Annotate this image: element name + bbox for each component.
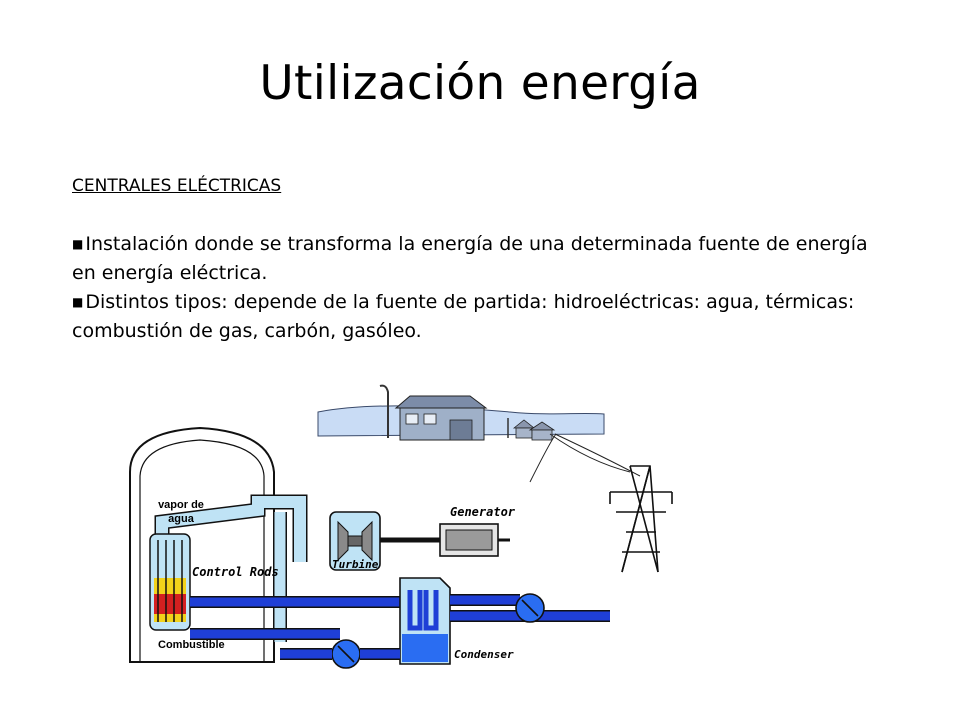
generator: Generator bbox=[439, 505, 516, 557]
condenser: Condenser bbox=[399, 577, 610, 665]
vapor-label-line2: agua bbox=[168, 513, 195, 525]
vapor-label-line1: vapor de bbox=[158, 499, 204, 511]
control-rods-label: Control Rods bbox=[192, 565, 279, 579]
slide-content: CENTRALES ELÉCTRICAS ■Instalación donde … bbox=[72, 172, 892, 346]
section-heading: CENTRALES ELÉCTRICAS bbox=[72, 176, 282, 196]
bullet-item: ■Instalación donde se transforma la ener… bbox=[72, 230, 892, 288]
generator-label: Generator bbox=[450, 505, 516, 519]
pump-icon bbox=[280, 639, 400, 669]
combustible-label: Combustible bbox=[158, 639, 225, 651]
steam-pipes bbox=[154, 494, 308, 642]
condenser-label: Condenser bbox=[454, 648, 514, 661]
bullet-text: Distintos tipos: depende de la fuente de… bbox=[72, 291, 855, 342]
bullet-marker-icon: ■ bbox=[72, 237, 84, 251]
house-icon bbox=[394, 395, 488, 441]
bullet-marker-icon: ■ bbox=[72, 295, 84, 309]
reactor-water-pipes bbox=[190, 596, 400, 640]
bullet-text: Instalación donde se transforma la energ… bbox=[72, 233, 868, 284]
transmission-tower-icon bbox=[609, 465, 673, 573]
slide-title: Utilización energía bbox=[259, 56, 701, 111]
turbine: Turbine bbox=[329, 511, 440, 571]
bullet-item: ■Distintos tipos: depende de la fuente d… bbox=[72, 288, 892, 346]
turbine-label: Turbine bbox=[332, 558, 379, 571]
pump-icon bbox=[515, 593, 545, 623]
landscape-scene bbox=[317, 384, 605, 441]
small-house-icon bbox=[512, 419, 556, 441]
power-lines bbox=[529, 433, 641, 483]
reactor-vessel bbox=[149, 533, 191, 631]
power-plant-diagram: Turbine Generator Condenser Control Ro bbox=[129, 384, 673, 669]
